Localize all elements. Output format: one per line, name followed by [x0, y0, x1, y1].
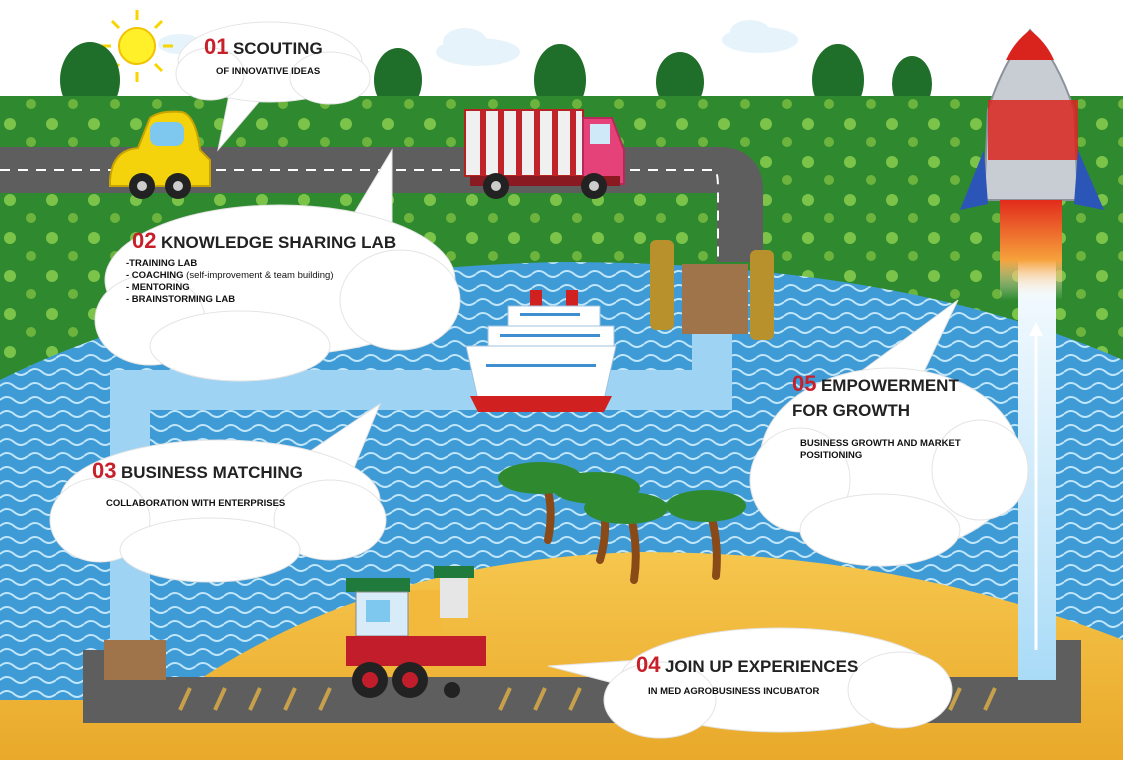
dock-top — [682, 264, 748, 334]
step-number: 01 — [204, 34, 229, 59]
dock-bottom — [104, 640, 166, 680]
ship-icon — [465, 290, 617, 412]
cloud-icon — [49, 21, 1029, 739]
rail-track — [178, 687, 997, 711]
step-number: 03 — [92, 458, 117, 483]
list-item: - MENTORING — [126, 282, 190, 293]
step-02-heading: 02 KNOWLEDGE SHARING LAB — [132, 228, 396, 254]
palm-tree-icon — [498, 462, 746, 584]
rocket-icon — [960, 28, 1104, 300]
step-number: 04 — [636, 652, 661, 677]
list-item: - BRAINSTORMING LAB — [126, 294, 236, 305]
dock-pillar — [650, 240, 674, 330]
step-03-subtitle: COLLABORATION WITH ENTERPRISES — [106, 498, 286, 509]
step-title: SCOUTING — [232, 39, 323, 58]
step-title: KNOWLEDGE SHARING LAB — [160, 233, 397, 252]
beam-arrow-head — [1029, 322, 1043, 336]
step-04-heading: 04 JOIN UP EXPERIENCES — [636, 652, 858, 678]
step-04-subtitle: IN MED AGROBUSINESS INCUBATOR — [648, 686, 820, 697]
step-01-subtitle: OF INNOVATIVE IDEAS — [216, 66, 321, 77]
list-item: - COACHING (self-improvement & team buil… — [126, 270, 334, 281]
step-02-list: -TRAINING LAB - COACHING (self-improveme… — [126, 258, 333, 306]
step-01-heading: 01 SCOUTING — [204, 34, 323, 60]
car-icon — [109, 110, 211, 199]
step-05-subtitle: BUSINESS GROWTH AND MARKET POSITIONING — [800, 438, 961, 461]
step-title: BUSINESS MATCHING — [120, 463, 303, 482]
dock-pillar — [750, 250, 774, 340]
step-05-heading: 05 EMPOWERMENT FOR GROWTH — [792, 372, 959, 424]
step-title: EMPOWERMENT — [820, 376, 959, 395]
train-icon — [346, 566, 486, 698]
step-03-heading: 03 BUSINESS MATCHING — [92, 458, 303, 484]
step-number: 05 — [792, 371, 817, 396]
list-item: -TRAINING LAB — [126, 258, 198, 269]
step-title: JOIN UP EXPERIENCES — [664, 657, 859, 676]
truck-icon — [464, 109, 625, 199]
step-number: 02 — [132, 228, 157, 253]
step-title-line2: FOR GROWTH — [792, 401, 911, 420]
